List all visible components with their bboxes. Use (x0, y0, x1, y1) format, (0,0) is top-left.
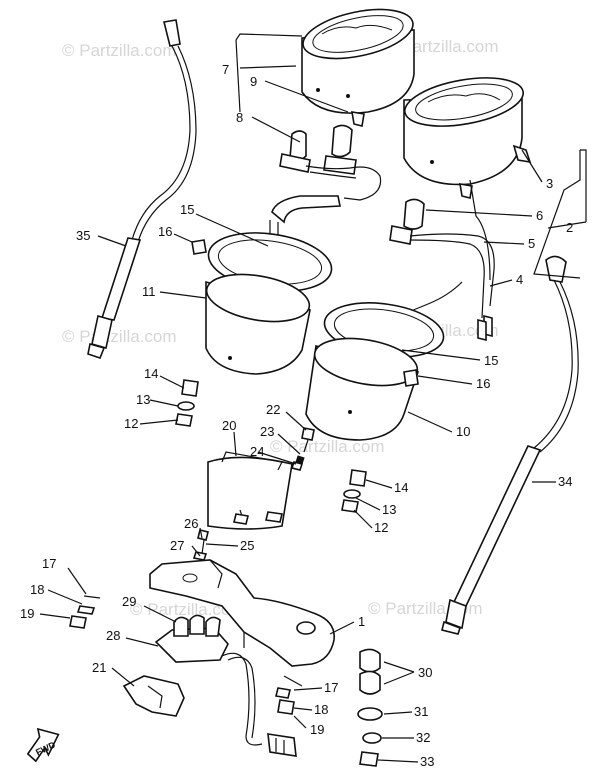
callout-21: 21 (92, 660, 106, 675)
callout-33: 33 (420, 754, 434, 769)
callout-13: 13 (382, 502, 396, 517)
indicator-light-housing (207, 451, 293, 530)
callout-4: 4 (516, 272, 523, 287)
callout-35: 35 (76, 228, 90, 243)
leader-lines (39, 33, 587, 763)
callout-20: 20 (222, 418, 236, 433)
callout-11: 11 (142, 284, 156, 299)
callout-3: 3 (546, 176, 553, 191)
callout-18: 18 (314, 702, 328, 717)
callout-5: 5 (528, 236, 535, 251)
watermark: © Partzilla.com (62, 327, 177, 346)
callout-10: 10 (456, 424, 470, 439)
callout-30: 30 (418, 665, 432, 680)
callout-22: 22 (266, 402, 280, 417)
callout-32: 32 (416, 730, 430, 745)
callout-34: 34 (558, 474, 572, 489)
callout-2: 2 (566, 220, 573, 235)
parts-drawing: FWD (26, 8, 587, 767)
callout-9: 9 (250, 74, 257, 89)
callout-29: 29 (122, 594, 136, 609)
speedometer-gauge (301, 8, 415, 127)
bulb-socket-set-right (380, 179, 495, 342)
callout-1: 1 (358, 614, 365, 629)
callout-18: 18 (30, 582, 44, 597)
callout-24: 24 (250, 444, 264, 459)
callout-12: 12 (124, 416, 138, 431)
callout-17: 17 (42, 556, 56, 571)
callout-13: 13 (136, 392, 150, 407)
bulb-socket-set-left (269, 124, 382, 258)
callout-23: 23 (260, 424, 274, 439)
meter-bracket (149, 559, 335, 667)
speedometer-cable (87, 19, 197, 359)
callout-8: 8 (236, 110, 243, 125)
watermark: © Partzilla.com (62, 41, 177, 60)
callout-6: 6 (536, 208, 543, 223)
callout-15: 15 (484, 353, 498, 368)
callout-28: 28 (106, 628, 120, 643)
callout-16: 16 (158, 224, 172, 239)
tachometer-cable (441, 255, 579, 635)
callout-27: 27 (170, 538, 184, 553)
meter-case-left (191, 232, 333, 375)
callout-26: 26 (184, 516, 198, 531)
callout-16: 16 (476, 376, 490, 391)
forward-direction-arrow: FWD (26, 727, 60, 763)
screw-set-center (290, 427, 315, 471)
bolt-set-right (275, 675, 303, 715)
wiring-clamp-bracket (122, 675, 185, 717)
tachometer-gauge (403, 77, 532, 199)
grommet-stack-left (175, 379, 199, 427)
callout-14: 14 (144, 366, 158, 381)
callout-17: 17 (324, 680, 338, 695)
callout-25: 25 (240, 538, 254, 553)
callout-19: 19 (310, 722, 324, 737)
callout-15: 15 (180, 202, 194, 217)
callout-labels: 7 9 8 3 6 2 5 4 35 15 16 11 15 16 10 14 … (20, 62, 573, 769)
callout-7: 7 (222, 62, 229, 77)
grommet-stack-right (341, 469, 367, 513)
indicator-switch-assembly (154, 614, 297, 757)
callout-31: 31 (414, 704, 428, 719)
callout-12: 12 (374, 520, 388, 535)
bolt-set-left (69, 595, 101, 629)
damper-stack (357, 648, 383, 767)
meter-case-right (305, 302, 445, 441)
watermark: © Partzilla.com (270, 437, 385, 456)
callout-19: 19 (20, 606, 34, 621)
callout-14: 14 (394, 480, 408, 495)
